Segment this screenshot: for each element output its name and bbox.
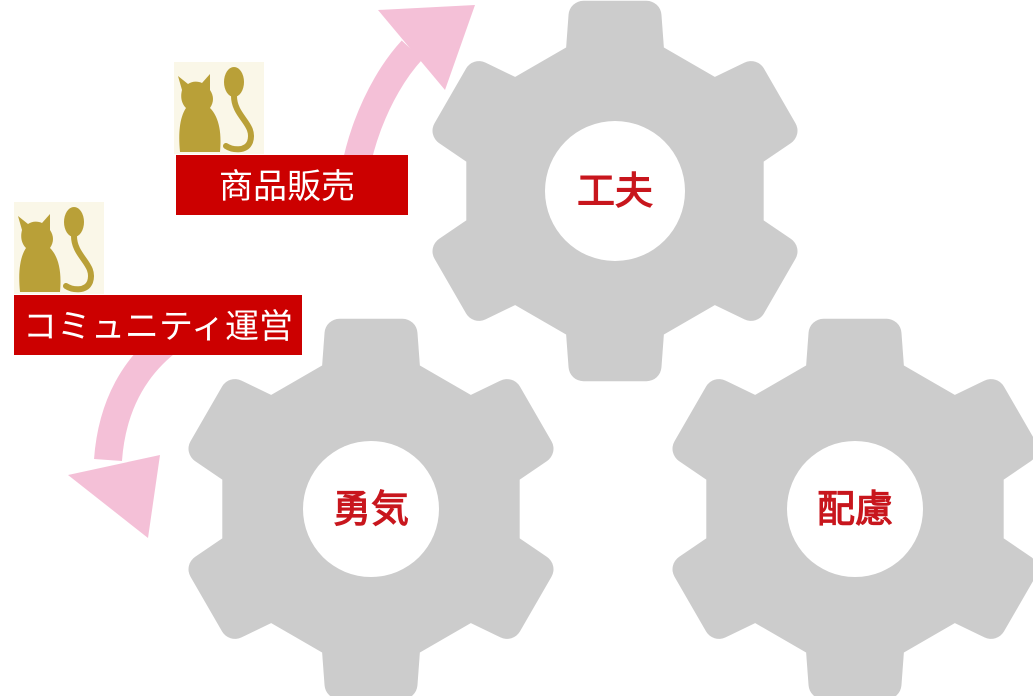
tag-shohin-hanbai: 商品販売 [176,155,408,215]
gear-hairyo-label: 配慮 [817,487,893,531]
spoon-bowl [64,207,84,237]
gear-kufu: 工夫 [432,0,798,382]
gear-hairyo-hole [787,441,923,577]
cat-with-spoon-icon [14,202,104,294]
tag-shohin-hanbai-label: 商品販売 [219,167,355,207]
spoon-bowl [224,67,244,97]
gear-yuki: 勇気 [188,318,554,696]
gear-hairyo: 配慮 [672,318,1033,696]
gear-yuki-label: 勇気 [333,487,409,531]
spoon-handle [63,233,94,293]
gear-kufu-label: 工夫 [577,169,653,213]
tag-community-unei-label: コミュニティ運営 [23,307,293,347]
gear-yuki-hole [303,441,439,577]
cat-with-spoon-icon [174,62,264,154]
cat-silhouette [178,74,221,152]
tag-community-unei: コミュニティ運営 [14,295,302,355]
spoon-handle [223,93,254,153]
arrow-down-left [68,326,181,538]
gear-kufu-hole [545,121,685,261]
cat-silhouette [18,214,61,292]
